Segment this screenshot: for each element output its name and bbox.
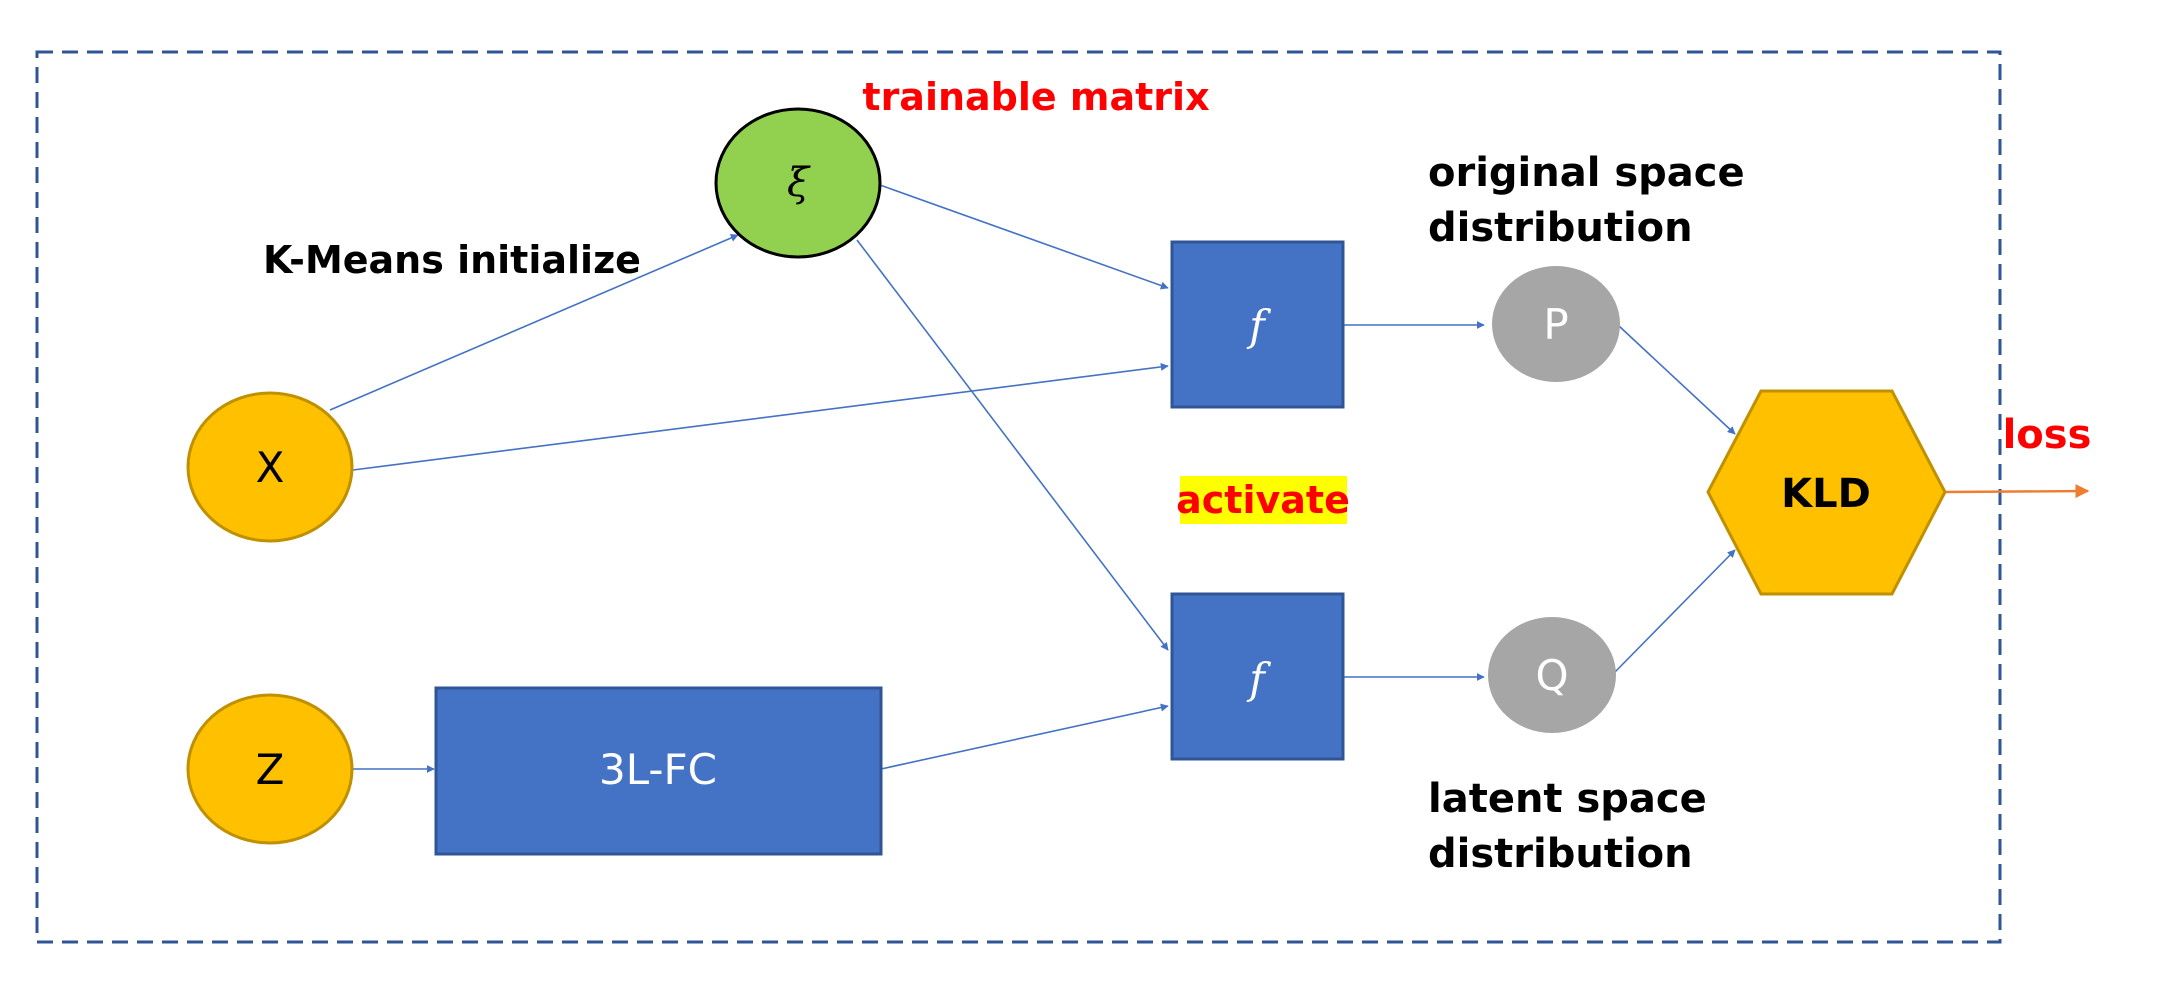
trainable-matrix-label: trainable matrix bbox=[862, 75, 1209, 119]
loss-label: loss bbox=[2003, 412, 2092, 458]
latent-space-label-line1: latent space bbox=[1428, 776, 1707, 822]
x-node bbox=[186, 391, 354, 543]
arrow-xi-to-f-top bbox=[879, 184, 1169, 290]
original-space-label-line1: original space bbox=[1428, 150, 1745, 196]
q-label: Q bbox=[1535, 651, 1568, 700]
arrow-x-to-xi bbox=[329, 234, 739, 411]
f-top-block bbox=[1170, 240, 1345, 409]
x-label: X bbox=[256, 443, 285, 492]
fc-label: 3L-FC bbox=[599, 745, 717, 794]
q-node bbox=[1488, 617, 1616, 733]
fc-block bbox=[434, 686, 883, 856]
arrow-q-to-kld bbox=[1614, 549, 1736, 673]
model-boundary bbox=[35, 50, 2002, 944]
connections bbox=[329, 184, 1736, 773]
kld-node bbox=[1706, 389, 1947, 596]
original-space-label-line2: distribution bbox=[1428, 205, 1693, 251]
activate-label: activate bbox=[1176, 478, 1350, 522]
xi-node bbox=[714, 107, 882, 259]
kmeans-initialize-label: K-Means initialize bbox=[263, 238, 641, 282]
arrow-x-to-f-top bbox=[352, 362, 1169, 471]
arrow-xi-to-f-bottom bbox=[856, 239, 1169, 651]
p-label: P bbox=[1543, 300, 1568, 349]
p-node bbox=[1492, 266, 1620, 382]
z-node bbox=[186, 693, 354, 845]
latent-space-label-line2: distribution bbox=[1428, 831, 1693, 877]
kld-label: KLD bbox=[1781, 471, 1871, 517]
arrow-fc-to-f-bottom bbox=[880, 703, 1169, 770]
arrow-p-to-kld bbox=[1618, 325, 1736, 435]
activate-highlight bbox=[1180, 476, 1347, 524]
z-label: Z bbox=[256, 745, 285, 794]
xi-symbol: ξ bbox=[787, 160, 811, 206]
f-bottom-block bbox=[1170, 592, 1345, 761]
arrow-kld-to-loss bbox=[1944, 484, 2090, 499]
